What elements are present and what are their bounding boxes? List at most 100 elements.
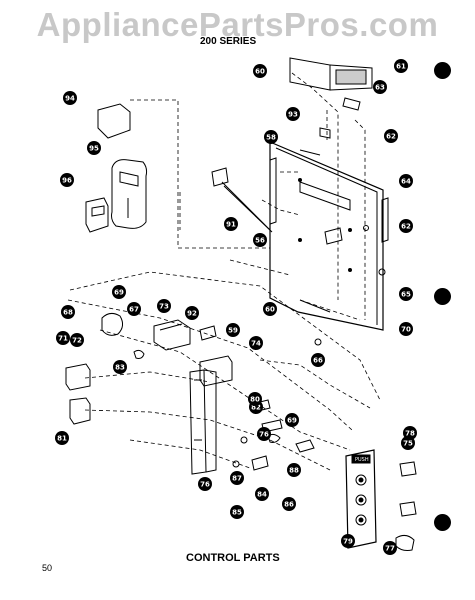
svg-text:74: 74	[251, 340, 261, 348]
svg-text:69: 69	[287, 417, 297, 425]
side-strip-right	[381, 197, 389, 243]
callout-69: 69	[285, 413, 299, 427]
svg-text:96: 96	[62, 177, 72, 185]
callout-91: 91	[224, 217, 238, 231]
callout-69: 69	[112, 285, 126, 299]
callout-58: 58	[264, 130, 278, 144]
svg-text:76: 76	[200, 481, 210, 489]
binder-hole-top	[434, 62, 451, 79]
svg-text:77: 77	[385, 545, 395, 553]
svg-text:56: 56	[255, 237, 265, 245]
svg-text:78: 78	[405, 430, 415, 438]
svg-text:80: 80	[250, 396, 260, 404]
wire-harness	[211, 167, 273, 233]
bezel-cap	[395, 534, 415, 551]
callout-62: 62	[399, 219, 413, 233]
svg-text:86: 86	[284, 501, 294, 509]
callout-70: 70	[399, 322, 413, 336]
callout-88: 88	[287, 463, 301, 477]
knob-upper	[399, 461, 417, 477]
callout-68: 68	[61, 305, 75, 319]
front-control-panel	[345, 449, 377, 549]
svg-text:66: 66	[313, 357, 323, 365]
callout-77: 77	[383, 541, 397, 555]
callout-67: 67	[127, 302, 141, 316]
top-bracket	[289, 57, 373, 156]
callout-56: 56	[253, 233, 267, 247]
svg-text:59: 59	[228, 327, 238, 335]
svg-text:84: 84	[257, 491, 267, 499]
svg-text:75: 75	[403, 440, 413, 448]
callout-81: 81	[55, 431, 69, 445]
knob-lower	[399, 501, 417, 517]
svg-text:91: 91	[226, 221, 236, 229]
callout-74: 74	[249, 336, 263, 350]
callout-71: 71	[56, 331, 70, 345]
svg-text:61: 61	[396, 63, 406, 71]
callout-64: 64	[399, 174, 413, 188]
callout-61: 61	[394, 59, 408, 73]
callout-labels: 60 61 63 94 93 95 62 96 58 64 91 56 62 69 65 60 68 73 92 59…	[55, 59, 417, 555]
svg-text:76: 76	[259, 431, 269, 439]
svg-text:83: 83	[115, 364, 125, 372]
callout-83: 83	[113, 360, 127, 374]
svg-text:69: 69	[114, 289, 124, 297]
svg-text:95: 95	[89, 145, 99, 153]
watermark-text: AppliancePartsPros.com	[36, 6, 439, 43]
svg-text:92: 92	[187, 310, 197, 318]
control-back-panel	[269, 141, 384, 331]
callout-65: 65	[399, 287, 413, 301]
callout-79: 79	[341, 534, 355, 548]
callout-72: 72	[70, 333, 84, 347]
svg-text:58: 58	[266, 134, 276, 142]
side-strip-left	[269, 157, 277, 225]
callout-87: 87	[230, 471, 244, 485]
svg-text:72: 72	[72, 337, 82, 345]
callout-60: 60	[263, 302, 277, 316]
callout-62: 62	[384, 129, 398, 143]
page-number: 50	[42, 563, 53, 573]
svg-text:70: 70	[401, 326, 411, 334]
assembly-guide-lines	[67, 72, 381, 471]
svg-text:64: 64	[401, 178, 411, 186]
svg-text:60: 60	[255, 68, 265, 76]
svg-text:63: 63	[375, 84, 385, 92]
svg-text:60: 60	[265, 306, 275, 314]
callout-73: 73	[157, 299, 171, 313]
svg-text:85: 85	[232, 509, 242, 517]
panel-label: PUSH	[355, 457, 369, 463]
component-assembly	[65, 312, 233, 425]
mounting-bracket	[97, 103, 131, 139]
diagram-caption: CONTROL PARTS	[186, 552, 280, 564]
binder-hole-bottom	[434, 514, 451, 531]
vertical-bracket	[189, 369, 217, 475]
binder-hole-middle	[434, 288, 451, 305]
callout-63: 63	[373, 80, 387, 94]
callout-86: 86	[282, 497, 296, 511]
callout-92: 92	[185, 306, 199, 320]
svg-text:88: 88	[289, 467, 299, 475]
svg-text:65: 65	[401, 291, 411, 299]
relay-housings	[85, 159, 148, 233]
callout-84: 84	[255, 487, 269, 501]
svg-text:62: 62	[386, 133, 396, 141]
callout-93: 93	[286, 107, 300, 121]
callout-96: 96	[60, 173, 74, 187]
callout-78: 78	[403, 426, 417, 440]
callout-95: 95	[87, 141, 101, 155]
svg-text:94: 94	[65, 95, 75, 103]
svg-text:79: 79	[343, 538, 353, 546]
callout-66: 66	[311, 353, 325, 367]
svg-text:67: 67	[129, 306, 139, 314]
callout-59: 59	[226, 323, 240, 337]
svg-text:62: 62	[401, 223, 411, 231]
callout-94: 94	[63, 91, 77, 105]
callout-76: 76	[198, 477, 212, 491]
svg-text:87: 87	[232, 475, 242, 483]
svg-text:68: 68	[63, 309, 73, 317]
svg-text:71: 71	[58, 335, 68, 343]
svg-text:81: 81	[57, 435, 67, 443]
callout-76: 76	[257, 427, 271, 441]
